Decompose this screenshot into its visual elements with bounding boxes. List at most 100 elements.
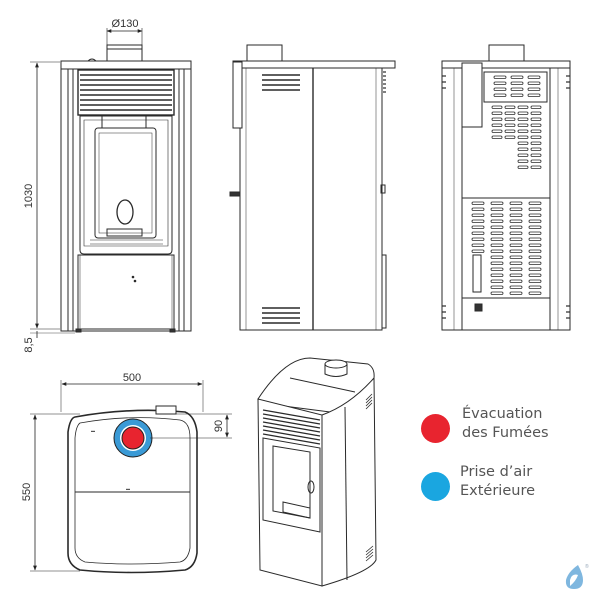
vent-slot xyxy=(530,165,542,169)
registered-mark: ® xyxy=(585,563,589,570)
width-label: 500 xyxy=(123,372,141,384)
vent-slot xyxy=(530,159,542,163)
vent-slot xyxy=(528,219,542,223)
flue-diameter-label: Ø130 xyxy=(112,18,139,30)
vent-slot xyxy=(528,261,542,265)
vent-slot xyxy=(509,237,523,241)
svg-text:▬: ▬ xyxy=(91,428,95,433)
vent-slot xyxy=(490,225,504,229)
vent-slot xyxy=(528,207,542,211)
dimension-width: 500 xyxy=(60,372,204,412)
vent-slot xyxy=(504,105,516,109)
vent-slot xyxy=(504,123,516,127)
legend-label-line2: Extérieure xyxy=(460,483,536,499)
vent-slot xyxy=(509,249,523,253)
vent-slot xyxy=(490,219,504,223)
vent-slot xyxy=(528,267,542,271)
vent-slot xyxy=(493,81,507,85)
vent-slot xyxy=(517,153,529,157)
vent-slot xyxy=(509,261,523,265)
vent-slot xyxy=(510,81,524,85)
height-label: 1030 xyxy=(23,184,35,208)
vent-slot xyxy=(528,285,542,289)
vent-slot xyxy=(490,231,504,235)
vent-slot xyxy=(491,123,503,127)
vent-slot xyxy=(528,237,542,241)
vent-slot xyxy=(510,87,524,91)
vent-slot xyxy=(471,231,485,235)
vent-slot xyxy=(491,117,503,121)
vent-slot xyxy=(517,135,529,139)
vent-slot xyxy=(527,81,541,85)
vent-slot xyxy=(490,273,504,277)
vent-slot xyxy=(530,147,542,151)
vent-slot xyxy=(517,129,529,133)
vent-slot xyxy=(530,129,542,133)
smoke-outlet-circle xyxy=(121,426,145,450)
flue-offset-label: 90 xyxy=(213,420,225,432)
vent-slot xyxy=(490,267,504,271)
vent-slot xyxy=(493,93,507,97)
perspective-view xyxy=(257,357,377,587)
vent-slot xyxy=(509,267,523,271)
vent-slot xyxy=(510,93,524,97)
vent-slot xyxy=(528,225,542,229)
vent-slot xyxy=(490,213,504,217)
svg-text:▬: ▬ xyxy=(126,486,130,491)
vent-slot xyxy=(528,279,542,283)
top-view: ▬ ▬ xyxy=(67,405,198,574)
legend-label-line2: des Fumées xyxy=(462,425,549,441)
legend-item-smoke-outlet: Évacuation des Fumées xyxy=(418,405,598,449)
rear-slot xyxy=(472,254,482,293)
legend: Évacuation des Fumées Prise d’air Extéri… xyxy=(418,405,598,521)
vent-slot xyxy=(517,111,529,115)
vent-slot xyxy=(530,135,542,139)
water-drop-logo: ® xyxy=(565,563,589,589)
vent-slot xyxy=(504,129,516,133)
vent-slot xyxy=(509,273,523,277)
vent-slot xyxy=(528,201,542,205)
vent-slot xyxy=(504,111,516,115)
vent-slot xyxy=(490,285,504,289)
vent-slot xyxy=(517,147,529,151)
vent-slot xyxy=(528,213,542,217)
vent-slot xyxy=(528,243,542,247)
vent-slot xyxy=(493,87,507,91)
side-view xyxy=(229,44,396,331)
vent-slot xyxy=(491,129,503,133)
dimension-depth: 550 xyxy=(21,413,80,572)
vent-slot xyxy=(528,249,542,253)
vent-slot xyxy=(527,75,541,79)
vent-slot xyxy=(490,243,504,247)
vent-slot xyxy=(509,219,523,223)
vent-slot xyxy=(517,159,529,163)
vent-slot xyxy=(490,255,504,259)
vent-slot xyxy=(490,201,504,205)
vent-slot xyxy=(527,87,541,91)
front-view xyxy=(60,44,192,333)
vent-slot xyxy=(509,279,523,283)
vent-slot xyxy=(528,273,542,277)
vent-slot xyxy=(471,243,485,247)
vent-slot xyxy=(471,207,485,211)
air-intake-dot xyxy=(421,472,450,501)
vent-slot xyxy=(530,123,542,127)
vent-slot xyxy=(490,279,504,283)
vent-slot xyxy=(491,111,503,115)
vent-slot xyxy=(509,291,523,295)
dimension-flue-offset: 90 xyxy=(150,413,232,439)
vent-slot xyxy=(490,207,504,211)
vent-slot xyxy=(528,291,542,295)
vent-slot xyxy=(491,135,503,139)
vent-slot xyxy=(471,201,485,205)
rear-vent-slots xyxy=(471,75,542,295)
smoke-outlet-dot xyxy=(421,414,450,443)
vent-slot xyxy=(493,75,507,79)
vent-slot xyxy=(530,111,542,115)
vent-slot xyxy=(517,105,529,109)
vent-slot xyxy=(530,141,542,145)
flue-pipe xyxy=(106,44,143,62)
vent-slot xyxy=(509,243,523,247)
burn-pot xyxy=(116,199,134,225)
